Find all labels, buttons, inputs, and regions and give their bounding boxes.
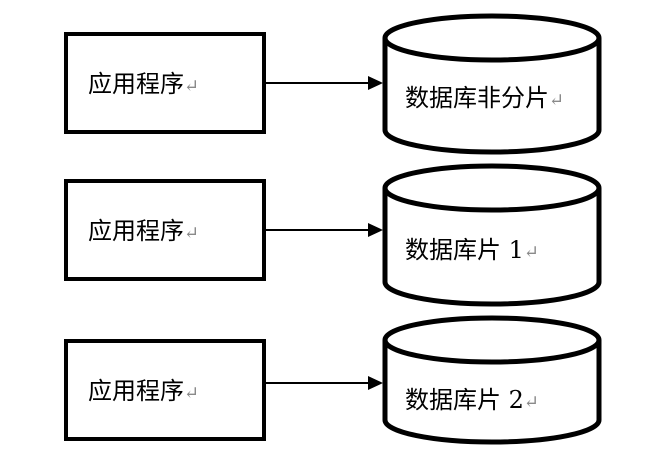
arrow-row-3 — [264, 376, 383, 390]
application-label: 应用程序↵ — [88, 217, 200, 245]
return-mark-icon: ↵ — [184, 383, 200, 404]
database-cylinder-1 — [382, 13, 602, 155]
database-label-2: 数据库片 1↵ — [405, 236, 539, 264]
return-mark-icon: ↵ — [184, 223, 200, 244]
arrowhead-icon — [368, 223, 383, 237]
return-mark-icon: ↵ — [523, 242, 539, 263]
return-mark-icon: ↵ — [523, 392, 539, 413]
database-label-1: 数据库非分片↵ — [405, 84, 565, 112]
return-mark-icon: ↵ — [184, 76, 200, 97]
application-box-1: 应用程序↵ — [64, 32, 266, 134]
arrowhead-icon — [368, 376, 383, 390]
application-label: 应用程序↵ — [88, 377, 200, 405]
database-label-3: 数据库片 2↵ — [405, 386, 539, 414]
arrow-row-1 — [264, 76, 383, 90]
application-box-2: 应用程序↵ — [64, 179, 266, 281]
arrow-row-2 — [264, 223, 383, 237]
application-label: 应用程序↵ — [88, 70, 200, 98]
database-cylinder-2 — [382, 163, 602, 307]
return-mark-icon: ↵ — [549, 90, 565, 111]
application-box-3: 应用程序↵ — [64, 339, 266, 441]
arrowhead-icon — [368, 76, 383, 90]
database-cylinder-3 — [382, 315, 602, 445]
